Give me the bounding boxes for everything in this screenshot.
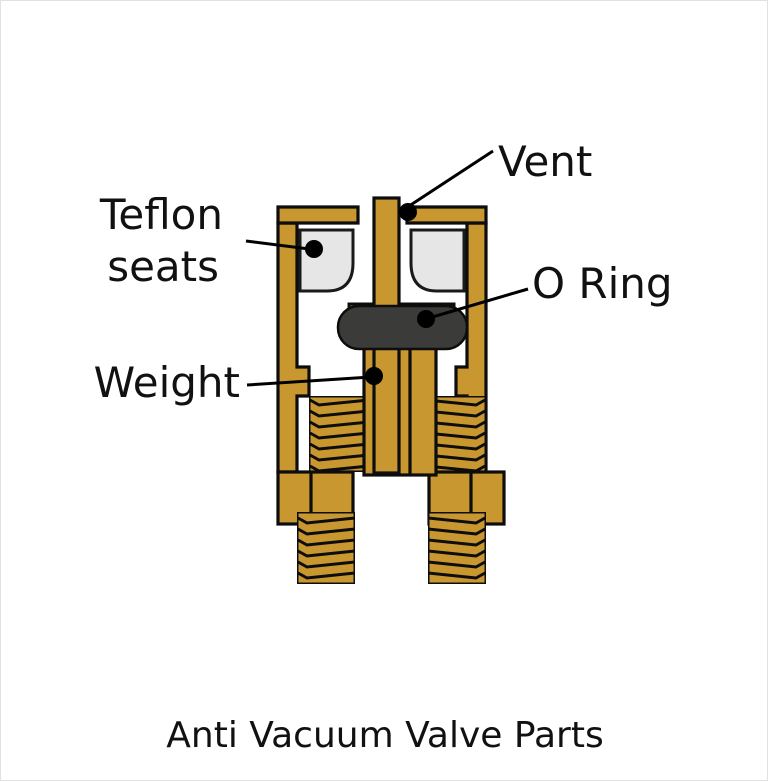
leader-line-weight (246, 375, 372, 387)
valve-body-group (276, 205, 488, 474)
callout-dot-weight (365, 367, 383, 385)
teflon-seat-left (298, 228, 355, 293)
valve-body-cap-right (405, 205, 488, 225)
internal-thread-left (309, 396, 369, 472)
label-vent: Vent (498, 137, 592, 186)
valve-body-cap-left (276, 205, 360, 225)
callout-dot-o-ring (417, 310, 435, 328)
label-teflon-seats-line2: seats (107, 242, 219, 291)
leader-line-o-ring (428, 287, 529, 320)
label-o-ring: O Ring (532, 259, 673, 308)
figure-caption: Anti Vacuum Valve Parts (166, 715, 604, 756)
callout-dots (305, 203, 435, 385)
label-weight: Weight (94, 358, 240, 407)
callout-dot-vent (399, 203, 417, 221)
leader-line-vent (402, 149, 494, 212)
external-thread-right (428, 512, 486, 584)
external-thread-left (297, 512, 355, 584)
callout-leaders (245, 149, 529, 387)
teflon-seat-right (409, 228, 466, 293)
callout-dot-teflon-seats (305, 240, 323, 258)
label-teflon-seats-line1: Teflon (99, 190, 223, 239)
